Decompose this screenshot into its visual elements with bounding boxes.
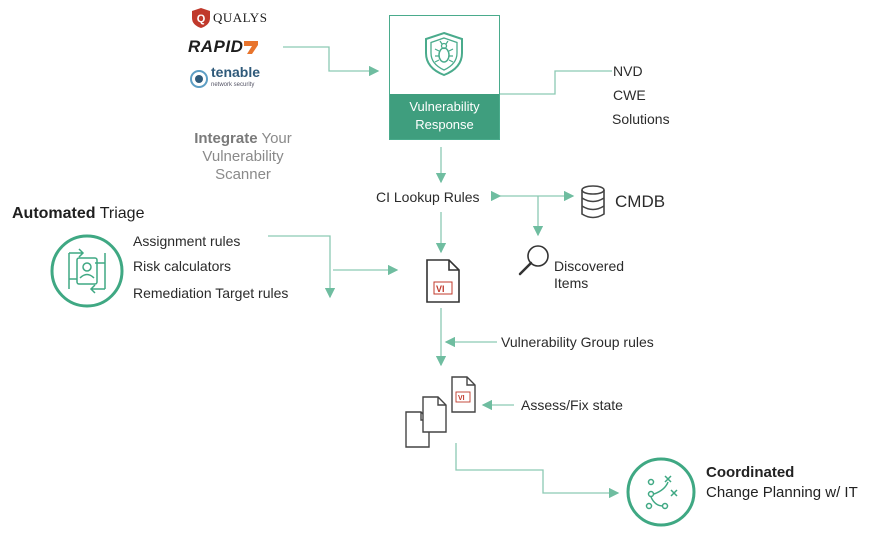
stacked-documents-icon	[405, 376, 476, 448]
vr-to-sources-line	[500, 70, 612, 95]
discovered-items-label: Discovered Items	[554, 258, 624, 292]
triage-rule-risk: Risk calculators	[133, 258, 232, 274]
vulnerable-item-doc-icon	[426, 259, 460, 303]
triage-assignment-icon	[50, 234, 124, 308]
integrate-line-3: Scanner	[215, 166, 271, 183]
source-solutions: Solutions	[612, 111, 670, 127]
coordinated-line-2: Change Planning w/ IT	[706, 484, 858, 501]
vulnerability-group-rules-label: Vulnerability Group rules	[501, 334, 654, 350]
tenable-tagline: network security	[211, 82, 255, 88]
coordinated-bold: Coordinated	[706, 464, 795, 481]
stack-to-coordinated-arrow	[455, 443, 620, 499]
source-cwe: CWE	[613, 87, 646, 103]
shield-bug-icon	[425, 31, 463, 77]
discovered-line-2: Items	[554, 275, 589, 291]
ci-lookup-rules-label: CI Lookup Rules	[376, 189, 480, 205]
vi-label: VI	[436, 284, 445, 294]
triage-rule-remediation: Remediation Target rules	[133, 285, 289, 301]
vr-label-line-2: Response	[415, 117, 474, 132]
triage-rest: Triage	[95, 205, 145, 222]
vulnerability-response-box: Vulnerability Response	[389, 15, 500, 140]
vulnerability-response-band: Vulnerability Response	[390, 94, 499, 139]
svg-text:Q: Q	[197, 13, 206, 25]
magnifier-icon	[518, 245, 549, 276]
qualys-logo: Q QUALYS	[192, 8, 267, 28]
tenable-mark-icon	[190, 70, 208, 88]
vendors-to-vr-arrow	[283, 46, 380, 77]
rapid7-wordmark: RAPID	[188, 37, 244, 56]
tenable-wordmark: tenable network security	[211, 64, 261, 92]
assess-fix-state-label: Assess/Fix state	[521, 397, 623, 413]
cmdb-label: CMDB	[615, 192, 666, 211]
qualys-shield-icon: Q	[192, 8, 210, 28]
rapid7-logo: RAPID	[188, 37, 259, 57]
discovered-line-1: Discovered	[554, 258, 625, 274]
stack-vi-label: VI	[458, 395, 465, 402]
vr-label-line-1: Vulnerability	[409, 99, 480, 114]
integrate-line-2: Vulnerability	[202, 148, 284, 165]
tenable-logo: tenable network security	[190, 64, 261, 92]
tenable-name: tenable	[211, 64, 261, 80]
qualys-wordmark: QUALYS	[213, 10, 268, 25]
database-icon	[581, 185, 605, 219]
source-nvd: NVD	[613, 63, 643, 79]
integrate-bold: Integrate	[194, 130, 258, 147]
integrate-line-1: Integrate Your	[178, 130, 308, 148]
automated-triage-heading: Automated Triage	[12, 205, 144, 223]
integrate-line1-rest: Your	[257, 130, 292, 147]
strategy-play-icon	[626, 457, 696, 527]
triage-rules-line	[268, 235, 336, 299]
triage-bold: Automated	[12, 205, 96, 222]
integrate-caption: Integrate Your Vulnerability Scanner	[178, 130, 308, 184]
rapid7-mark-icon	[244, 41, 259, 54]
triage-rule-assignment: Assignment rules	[133, 233, 241, 249]
coordinated-caption: Coordinated Change Planning w/ IT	[706, 463, 858, 503]
